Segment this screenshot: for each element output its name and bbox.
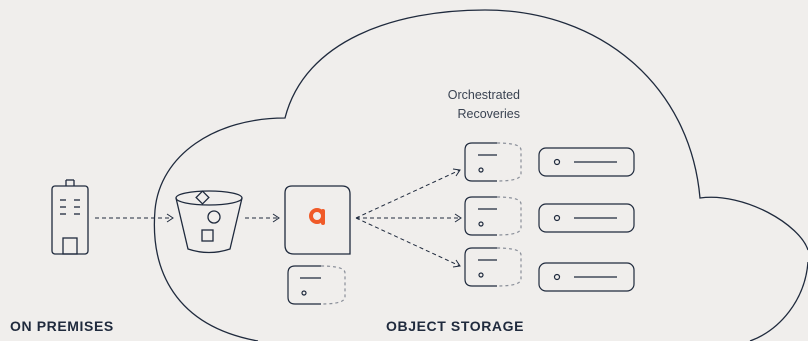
server-rack-icon	[538, 147, 635, 177]
on-premises-label: ON PREMISES	[10, 318, 114, 334]
arrow-bucket-to-app	[245, 213, 280, 223]
fanout-arrows	[355, 168, 462, 268]
bucket-icon	[175, 190, 243, 254]
app-logo-icon	[284, 185, 351, 255]
object-storage-label: OBJECT STORAGE	[386, 318, 525, 334]
building-icon	[51, 179, 89, 255]
cloud-outline	[153, 9, 808, 341]
server-rack-icon	[538, 262, 635, 292]
arrow-building-to-bucket	[95, 213, 174, 223]
storage-cylinder-icon	[464, 142, 522, 182]
orchestrated-label-line2: Recoveries	[457, 107, 520, 121]
server-rack-icon	[538, 203, 635, 233]
storage-cylinder-icon	[464, 247, 522, 287]
cloud-outline-bottom	[749, 261, 808, 341]
storage-cylinder-icon	[287, 265, 346, 305]
orchestrated-recoveries-label: Orchestrated Recoveries	[404, 86, 520, 124]
storage-cylinder-icon	[464, 196, 522, 236]
orchestrated-label-line1: Orchestrated	[447, 88, 520, 102]
